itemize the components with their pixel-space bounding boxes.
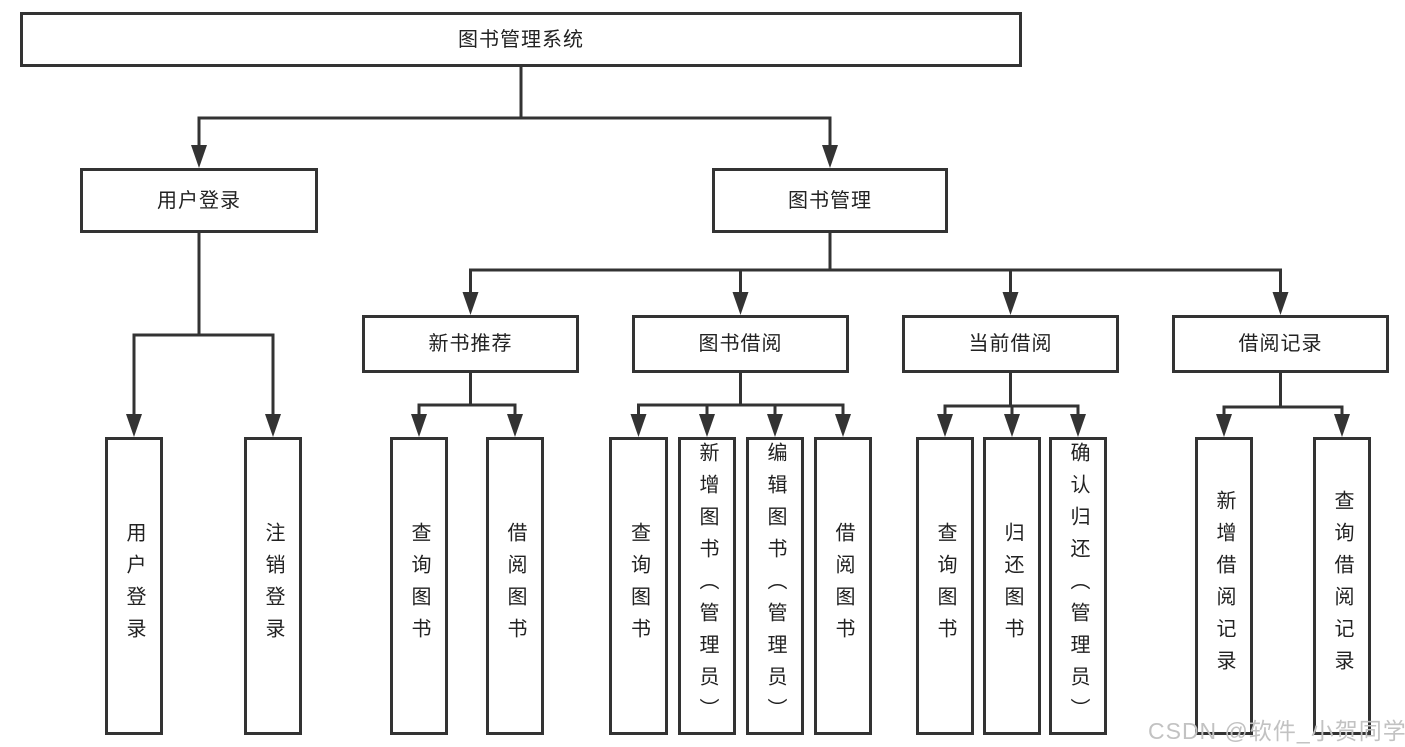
arrowhead-logout-action [265,414,281,437]
arrowhead-nbr-query-book [411,414,427,437]
node-label-logout-action: 注销登录 [262,522,284,650]
arrowhead-nbr-borrow-book [507,414,523,437]
arrowhead-book-mgmt [822,145,838,168]
arrowhead-br-add-record [1216,414,1232,437]
node-bb-add-book: 新增图书（管理员） [678,437,736,735]
node-label-cb-query-book: 查询图书 [934,522,956,650]
arrowhead-cb-confirm-return [1070,414,1086,437]
node-book-mgmt: 图书管理 [712,168,948,233]
arrowhead-book-borrow [732,292,749,315]
arrowhead-cb-return-book [1004,414,1020,437]
node-label-bb-add-book: 新增图书（管理员） [696,442,718,730]
node-cb-return-book: 归还图书 [983,437,1041,735]
node-label-br-query-record: 查询借阅记录 [1331,490,1353,682]
node-label-nbr-query-book: 查询图书 [408,522,430,650]
node-cb-query-book: 查询图书 [916,437,974,735]
csdn-watermark: CSDN @软件_小贺同学 [1148,718,1405,744]
node-bb-query-book: 查询图书 [609,437,668,735]
node-current-borrow: 当前借阅 [902,315,1119,373]
node-label-current-borrow: 当前借阅 [968,333,1053,355]
node-user-login: 用户登录 [80,168,318,233]
node-label-user-login: 用户登录 [157,189,241,212]
node-label-cb-return-book: 归还图书 [1001,522,1023,650]
node-label-cb-confirm-return: 确认归还（管理员） [1067,442,1089,730]
node-label-br-add-record: 新增借阅记录 [1213,490,1235,682]
node-label-bb-borrow-book: 借阅图书 [832,522,854,650]
node-login-action: 用户登录 [105,437,163,735]
node-logout-action: 注销登录 [244,437,302,735]
node-bb-edit-book: 编辑图书（管理员） [746,437,804,735]
arrowhead-bb-query-book [630,414,647,437]
node-bb-borrow-book: 借阅图书 [814,437,872,735]
arrowhead-new-book-rec [462,292,479,315]
arrowhead-user-login [191,145,207,168]
node-label-login-action: 用户登录 [123,522,145,650]
node-label-book-mgmt: 图书管理 [788,189,872,212]
node-borrow-record: 借阅记录 [1172,315,1389,373]
node-label-bb-query-book: 查询图书 [627,522,650,650]
arrowhead-borrow-record [1272,292,1289,315]
arrowhead-current-borrow [1002,292,1019,315]
node-label-borrow-record: 借阅记录 [1238,333,1323,355]
arrowhead-cb-query-book [937,414,953,437]
node-br-query-record: 查询借阅记录 [1313,437,1371,735]
node-cb-confirm-return: 确认归还（管理员） [1049,437,1107,735]
node-label-book-borrow: 图书借阅 [698,333,783,355]
node-label-new-book-rec: 新书推荐 [428,333,513,355]
arrowhead-br-query-record [1334,414,1350,437]
node-label-nbr-borrow-book: 借阅图书 [504,522,526,650]
node-nbr-query-book: 查询图书 [390,437,448,735]
arrowhead-bb-add-book [699,414,715,437]
node-label-bb-edit-book: 编辑图书（管理员） [764,442,786,730]
node-book-borrow: 图书借阅 [632,315,849,373]
node-root: 图书管理系统 [20,12,1022,67]
node-br-add-record: 新增借阅记录 [1195,437,1253,735]
arrowhead-bb-borrow-book [835,414,851,437]
arrowhead-login-action [126,414,142,437]
node-new-book-rec: 新书推荐 [362,315,579,373]
arrowhead-bb-edit-book [767,414,783,437]
node-nbr-borrow-book: 借阅图书 [486,437,544,735]
node-label-root: 图书管理系统 [458,28,584,51]
